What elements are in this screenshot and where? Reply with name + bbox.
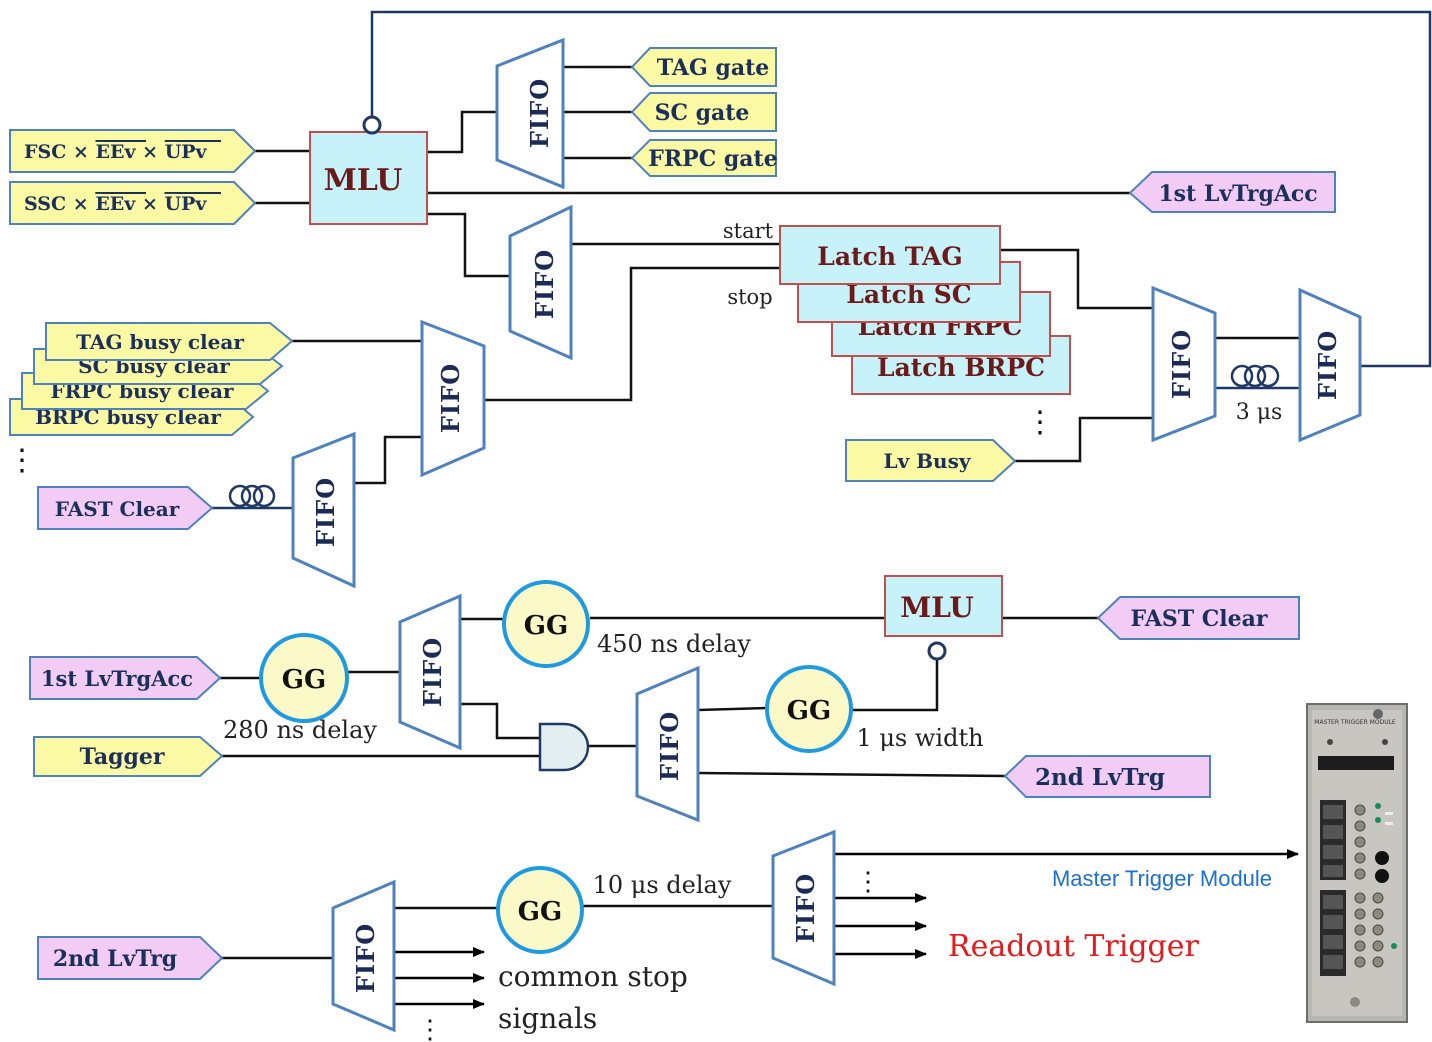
input-fsc: FSC × EEv × UPv (10, 130, 255, 172)
fifo-start: FIFO (510, 207, 571, 358)
fifo-feedback: FIFO (1300, 290, 1360, 440)
gg-10us: GG (498, 868, 582, 952)
common-stop-line2: signals (498, 1002, 597, 1035)
delay-280-label: 280 ns delay (223, 716, 377, 744)
lv-busy: Lv Busy (846, 440, 1015, 481)
common-stop-line1: common stop (498, 960, 688, 993)
svg-text:1st LvTrgAcc: 1st LvTrgAcc (41, 666, 193, 691)
svg-text:FIFO: FIFO (525, 78, 554, 148)
fifo-busy-merge: FIFO (1153, 288, 1215, 440)
svg-text:FIFO: FIFO (791, 873, 820, 943)
svg-text:FIFO: FIFO (436, 363, 465, 433)
start-label: start (723, 219, 774, 243)
svg-text:GG: GG (282, 665, 326, 695)
delay-10us-label: 10 μs delay (593, 871, 732, 899)
gg-450: GG (504, 582, 588, 666)
level2-bottom: 2nd LvTrg (38, 937, 222, 979)
mlu-middle-veto-port (929, 643, 945, 659)
svg-text:FIFO: FIFO (351, 923, 380, 993)
svg-text:Latch TAG: Latch TAG (817, 242, 962, 271)
fast-clear-mid: FAST Clear (1098, 597, 1299, 639)
svg-text:Lv Busy: Lv Busy (884, 449, 972, 473)
gate-tag: TAG gate (632, 48, 776, 86)
gg-280: GG (261, 635, 347, 721)
fifo-readout-in: FIFO (333, 882, 394, 1030)
master-trigger-module-image: MASTER TRIGGER MODULE (1307, 704, 1407, 1022)
mlu-top: MLU (310, 117, 427, 224)
level1-accept-mid: 1st LvTrgAcc (30, 657, 220, 699)
ssc-upv: UPv (165, 193, 208, 215)
svg-text:FIFO: FIFO (655, 711, 684, 781)
svg-text:FIFO: FIFO (1313, 330, 1342, 400)
svg-text:Latch BRPC: Latch BRPC (877, 353, 1045, 382)
svg-text:MLU: MLU (900, 591, 974, 624)
vdots-latch: ⋮ (1025, 405, 1055, 440)
svg-text:FIFO: FIFO (418, 637, 447, 707)
svg-text:TAG gate: TAG gate (657, 55, 769, 81)
fast-clear-top: FAST Clear (38, 487, 212, 529)
fifo-fast-clear: FIFO (293, 434, 354, 586)
and-gate (540, 724, 588, 770)
gg-1us: GG (767, 667, 851, 751)
fsc-eev: EEv (96, 141, 137, 163)
mlu-middle: MLU (885, 576, 1002, 659)
svg-text:1st LvTrgAcc: 1st LvTrgAcc (1158, 181, 1317, 207)
master-trigger-label: Master Trigger Module (1052, 866, 1272, 891)
svg-text:GG: GG (518, 897, 562, 927)
svg-text:TAG busy clear: TAG busy clear (76, 330, 244, 354)
ssc-eev: EEv (95, 193, 136, 215)
tagger: Tagger (34, 737, 222, 776)
svg-text:2nd LvTrg: 2nd LvTrg (53, 946, 177, 972)
fifo-readout-out: FIFO (773, 832, 834, 984)
fifo-busy-clear: FIFO (422, 322, 484, 475)
svg-text:GG: GG (524, 611, 568, 641)
busy-clear-tag: TAG busy clear (46, 323, 292, 360)
level2-mid: 2nd LvTrg (1005, 756, 1210, 797)
delay-3us-label: 3 μs (1236, 400, 1283, 425)
delay-coil-icon (230, 486, 274, 506)
svg-text:FIFO: FIFO (311, 477, 340, 547)
fsc-times: × (142, 141, 158, 163)
svg-text:FRPC gate: FRPC gate (648, 146, 777, 172)
stop-label: stop (727, 285, 772, 309)
svg-text:FIFO: FIFO (1167, 329, 1196, 399)
gate-frpc: FRPC gate (632, 140, 778, 176)
svg-text:FSC × EEv ×: FSC × EEv × UPv (24, 141, 208, 163)
svg-text:FAST Clear: FAST Clear (1130, 606, 1267, 632)
fifo-level2: FIFO (637, 668, 698, 820)
level1-accept-top: 1st LvTrgAcc (1130, 172, 1335, 212)
svg-text:Tagger: Tagger (80, 744, 165, 770)
fsc-upv: UPv (165, 141, 208, 163)
delay-coil-3us-icon (1232, 366, 1278, 386)
svg-text:MLU: MLU (324, 163, 403, 198)
ssc-times: × (142, 193, 158, 215)
svg-text:2nd LvTrg: 2nd LvTrg (1035, 764, 1165, 791)
svg-text:SSC × EEv ×: SSC × EEv × UPv (24, 193, 207, 215)
delay-450-label: 450 ns delay (597, 630, 751, 658)
vdots-common: ⋮ (417, 1015, 443, 1042)
vdots-readout: ⋮ (855, 867, 881, 897)
svg-text:SC gate: SC gate (655, 100, 750, 126)
vdots-busy: ⋮ (7, 443, 37, 478)
readout-trigger-label: Readout Trigger (948, 929, 1200, 964)
fifo-gates: FIFO (497, 40, 563, 187)
input-ssc: SSC × EEv × UPv (10, 182, 255, 224)
mlu-veto-port (364, 117, 380, 133)
latch-tag: Latch TAG (780, 226, 1000, 284)
gate-sc: SC gate (632, 93, 776, 131)
busy-clear-stack: BRPC busy clear FRPC busy clear SC busy … (10, 323, 292, 435)
svg-text:FAST Clear: FAST Clear (55, 497, 180, 521)
svg-text:FIFO: FIFO (530, 249, 559, 319)
ssc-prefix: SSC × (24, 193, 89, 215)
svg-text:MASTER TRIGGER MODULE: MASTER TRIGGER MODULE (1314, 719, 1396, 726)
fsc-prefix: FSC × (24, 141, 89, 163)
fifo-level1: FIFO (400, 596, 460, 748)
width-1us-label: 1 μs width (856, 724, 983, 752)
svg-text:GG: GG (787, 696, 831, 726)
